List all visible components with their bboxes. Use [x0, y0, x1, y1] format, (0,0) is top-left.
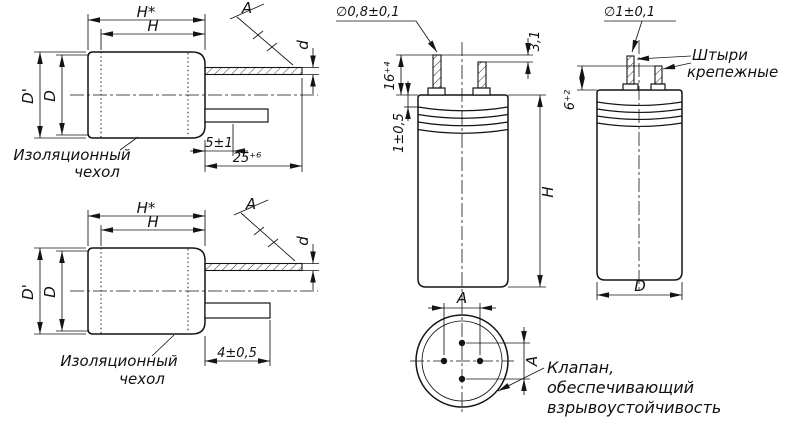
upper-lead: [204, 262, 303, 272]
crimp-bead: [596, 122, 683, 127]
mounting-pin-right: [654, 65, 663, 85]
pin-seat-left: [622, 83, 639, 91]
dim-label-h: H: [147, 213, 158, 231]
dim-label-h: H: [147, 17, 158, 35]
insulating-sleeve-label-line2: чехол: [74, 163, 120, 181]
capacitor-can: [596, 89, 683, 281]
dim-label-a: A: [241, 0, 252, 17]
dim-label-h-star: H*: [137, 3, 156, 21]
oblique-tick: [252, 30, 264, 40]
leader-line: [631, 20, 643, 53]
dim-label-seat: 1±0,5: [392, 113, 407, 153]
oblique-leader: [240, 212, 296, 262]
oblique-tick: [253, 226, 265, 236]
capacitor-bottom-view: A A Клапан, обеспечивающий взрывоустойчи…: [410, 289, 721, 417]
capacitor-body: [87, 51, 206, 139]
lower-tab: [204, 302, 271, 319]
valve-note-line2: обеспечивающий: [547, 378, 694, 397]
dim-label-25: 25⁺⁶: [233, 151, 262, 166]
crimp-bead: [417, 121, 509, 127]
dim-label-d-outer: D': [19, 284, 37, 300]
leader-line: [662, 62, 692, 70]
radial-capacitor-side-view-top: H* H D' D A d 5±1 25⁺⁶: [13, 0, 319, 181]
capacitor-can: [417, 94, 509, 288]
oblique-leader: [236, 16, 294, 66]
dim-label-body-dia: D: [634, 277, 646, 295]
dim-label-lead-len: 16⁺⁴: [383, 61, 398, 90]
pin-seat-right: [650, 83, 666, 91]
capacitor-body: [87, 247, 206, 335]
dim-label-pin-height: 6⁺²: [563, 90, 578, 110]
terminal-seat-right: [472, 87, 491, 96]
oblique-dim-line: [233, 199, 269, 216]
dim-label-pin-dia: ∅1±0,1: [604, 5, 655, 20]
mounting-pin-left: [626, 55, 635, 85]
oblique-tick: [266, 42, 278, 52]
crimp-bead: [417, 128, 509, 134]
leader-line: [636, 55, 692, 62]
dim-label-h-star: H*: [137, 199, 156, 217]
leader-line: [151, 334, 175, 357]
crimp-bead: [596, 115, 683, 120]
insulating-sleeve-label-line2: чехол: [119, 370, 165, 388]
crimp-bead: [417, 113, 509, 119]
dim-label-pitch-h: A: [456, 289, 467, 307]
capacitor-with-mounting-pins-view: ∅1±0,1 Штыри крепежные 6⁺² D: [563, 5, 778, 300]
valve-note-line1: Клапан,: [547, 358, 614, 377]
valve-note-line3: взрывоустойчивость: [547, 398, 721, 417]
dim-label-d-outer: D': [19, 88, 37, 104]
mounting-pins-label-line1: Штыри: [692, 46, 748, 64]
crimp-bead: [417, 106, 509, 112]
leader-line: [497, 367, 545, 392]
terminal-pin-right: [477, 61, 487, 89]
leader-line: [415, 20, 438, 53]
dim-label-height: H: [539, 186, 557, 197]
snap-in-capacitor-front-view: ∅0,8±0,1 3,1 16⁺⁴ 1±0,5 H: [336, 5, 557, 300]
crimp-bead: [596, 101, 683, 106]
oblique-tick: [267, 238, 279, 248]
terminal-pin-left: [432, 54, 442, 89]
dim-label-a: A: [245, 195, 256, 213]
mounting-pins-label-line2: крепежные: [687, 63, 778, 81]
dim-label-d-inner: D: [41, 90, 59, 102]
lower-lead: [204, 108, 269, 123]
oblique-dim-line: [229, 3, 265, 20]
dim-label-offset: 3,1: [528, 31, 543, 52]
crimp-bead: [596, 108, 683, 113]
leader-line: [119, 136, 139, 151]
terminal-seat-left: [427, 87, 446, 96]
upper-lead: [204, 66, 303, 76]
dim-label-d-inner: D: [41, 286, 59, 298]
dim-label-lead-dia: ∅0,8±0,1: [336, 5, 400, 20]
radial-capacitor-side-view-bottom: H* H D' D A d 4±0,5 Изоляционный чехол: [19, 195, 319, 388]
dim-label-5: 5±1: [205, 136, 232, 151]
insulating-sleeve-label-line1: Изоляционный: [60, 352, 178, 370]
dim-label-4: 4±0,5: [217, 346, 257, 361]
insulating-sleeve-label-line1: Изоляционный: [13, 146, 131, 164]
dim-label-lead-d: d: [294, 236, 312, 246]
dim-label-lead-d: d: [294, 40, 312, 50]
dim-label-pitch-v: A: [523, 356, 541, 367]
